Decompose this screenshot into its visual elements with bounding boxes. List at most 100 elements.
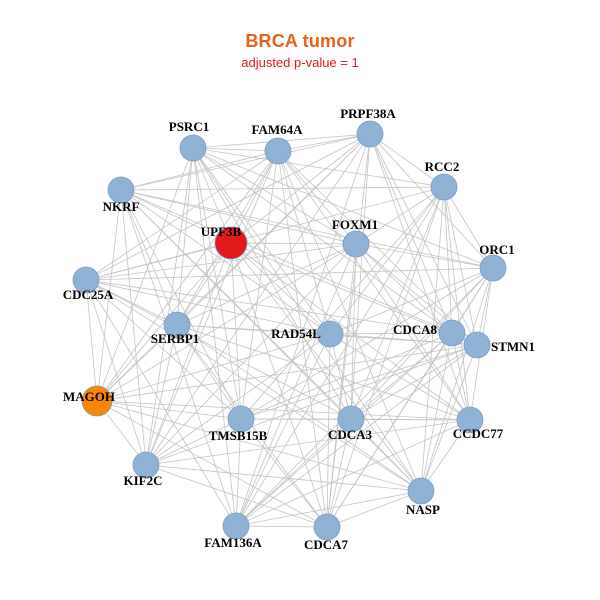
edge-NKRF-SERBP1	[120, 189, 178, 326]
plot-title: BRCA tumor	[245, 31, 355, 51]
edge-FOXM1-MAGOH	[96, 243, 357, 402]
edge-CDC25A-MAGOH	[85, 279, 98, 402]
node-FAM64A	[264, 137, 292, 165]
node-SERBP1	[163, 311, 191, 339]
node-label-MAGOH: MAGOH	[63, 389, 115, 404]
edge-RAD54L-CDCA8	[329, 332, 453, 335]
node-label-CDCA3: CDCA3	[328, 427, 373, 442]
edge-PRPF38A-CCDC77	[369, 133, 471, 421]
edge-NKRF-UPF3B	[120, 189, 232, 244]
node-label-CDCA8: CDCA8	[393, 322, 438, 337]
edge-PSRC1-FOXM1	[192, 147, 357, 245]
node-label-FOXM1: FOXM1	[332, 217, 378, 232]
edge-RCC2-STMN1	[443, 186, 478, 346]
edge-RCC2-CDCA3	[350, 186, 445, 420]
edge-CCDC77-KIF2C	[145, 419, 471, 466]
edge-FOXM1-CDC25A	[85, 243, 357, 281]
node-label-CDCA7: CDCA7	[304, 537, 349, 552]
node-label-FAM136A: FAM136A	[204, 535, 262, 550]
edge-CDCA3-CCDC77	[350, 418, 471, 421]
edge-CDC25A-KIF2C	[85, 279, 147, 466]
edge-PRPF38A-KIF2C	[145, 133, 371, 466]
node-NASP	[407, 477, 435, 505]
edge-FOXM1-CCDC77	[355, 243, 471, 421]
edge-UPF3B-STMN1	[230, 242, 478, 346]
node-RCC2	[430, 173, 458, 201]
edge-FAM136A-CDCA7	[235, 525, 328, 528]
node-CDCA3	[337, 405, 365, 433]
edge-NKRF-TMSB15B	[120, 189, 242, 420]
edge-FOXM1-ORC1	[355, 243, 494, 269]
edge-SERBP1-TMSB15B	[176, 324, 242, 420]
node-label-TMSB15B: TMSB15B	[209, 428, 268, 443]
edge-PSRC1-ORC1	[192, 147, 494, 269]
node-label-PSRC1: PSRC1	[169, 119, 209, 134]
edge-FAM64A-CDC25A	[85, 150, 279, 281]
edge-SERBP1-MAGOH	[96, 324, 178, 402]
edge-FAM64A-RAD54L	[277, 150, 331, 335]
edge-CCDC77-NASP	[420, 419, 471, 492]
edge-FAM64A-CCDC77	[277, 150, 471, 421]
edge-PRPF38A-CDCA8	[369, 133, 453, 334]
node-NKRF	[107, 176, 135, 204]
edge-PSRC1-FAM64A	[192, 147, 279, 152]
edge-RCC2-FOXM1	[355, 186, 445, 245]
edge-NKRF-NASP	[120, 189, 422, 492]
node-MAGOH	[81, 385, 113, 417]
edge-NKRF-MAGOH	[96, 189, 122, 402]
edge-MAGOH-CCDC77	[96, 400, 471, 421]
edge-RAD54L-CDCA3	[329, 333, 352, 420]
edge-STMN1-CDCA3	[350, 344, 478, 420]
edge-PRPF38A-CDCA3	[350, 133, 371, 420]
node-label-NKRF: NKRF	[103, 199, 140, 214]
edge-UPF3B-KIF2C	[145, 242, 232, 466]
node-label-KIF2C: KIF2C	[124, 473, 163, 488]
edge-FOXM1-CDCA8	[355, 243, 453, 334]
edge-CDCA3-FAM136A	[235, 418, 352, 527]
node-label-FAM64A: FAM64A	[251, 122, 303, 137]
edge-PRPF38A-STMN1	[369, 133, 478, 346]
edge-ORC1-CDC25A	[85, 267, 494, 281]
edge-KIF2C-NASP	[145, 464, 422, 492]
edge-ORC1-NASP	[420, 267, 494, 492]
node-label-PRPF38A: PRPF38A	[340, 106, 396, 121]
edge-STMN1-TMSB15B	[240, 344, 478, 420]
node-FAM136A	[222, 512, 250, 540]
edge-CDC25A-TMSB15B	[85, 279, 242, 420]
edge-ORC1-FAM136A	[235, 267, 494, 527]
edge-CDCA8-CCDC77	[451, 332, 471, 421]
node-PRPF38A	[356, 120, 384, 148]
edge-CDC25A-CDCA8	[85, 279, 453, 334]
node-STMN1	[463, 331, 491, 359]
node-label-CDC25A: CDC25A	[63, 287, 114, 302]
edge-NKRF-FOXM1	[120, 189, 357, 245]
edge-RAD54L-FAM136A	[235, 333, 331, 527]
node-label-RCC2: RCC2	[425, 159, 460, 174]
edge-UPF3B-FOXM1	[230, 242, 357, 245]
edge-UPF3B-TMSB15B	[230, 242, 242, 420]
edge-MAGOH-TMSB15B	[96, 400, 242, 420]
edge-CDCA8-CDCA3	[350, 332, 453, 420]
edge-ORC1-TMSB15B	[240, 267, 494, 420]
node-label-NASP: NASP	[406, 502, 440, 517]
edge-STMN1-NASP	[420, 344, 478, 492]
edge-NKRF-FAM136A	[120, 189, 237, 527]
node-KIF2C	[132, 451, 160, 479]
edge-FAM64A-UPF3B	[230, 150, 279, 244]
edge-TMSB15B-FAM136A	[235, 418, 242, 527]
edge-CDC25A-SERBP1	[85, 279, 178, 326]
edge-PRPF38A-RCC2	[369, 133, 445, 188]
node-CCDC77	[456, 406, 484, 434]
edge-CDCA8-TMSB15B	[240, 332, 453, 420]
edge-MAGOH-NASP	[96, 400, 422, 492]
edge-FAM64A-NKRF	[120, 150, 279, 191]
node-label-RAD54L: RAD54L	[271, 326, 321, 341]
edge-CCDC77-FAM136A	[235, 419, 471, 527]
edge-RAD54L-MAGOH	[96, 333, 331, 402]
edge-CDC25A-CDCA3	[85, 279, 352, 420]
edge-FAM64A-PRPF38A	[277, 133, 371, 152]
edge-FAM64A-MAGOH	[96, 150, 279, 402]
